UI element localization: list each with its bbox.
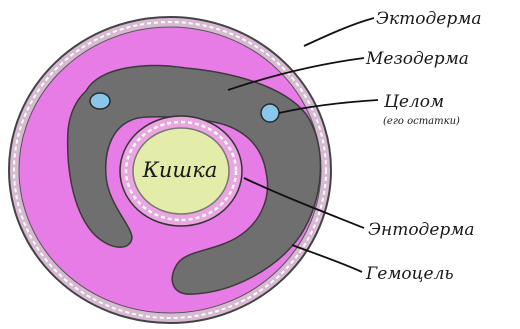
label-gut: Кишка [142,158,218,182]
ectoderm-leader [304,18,374,46]
label-endoderm: Энтодерма [368,220,475,240]
label-mesoderm: Мезодерма [365,49,469,69]
coelom-left [90,93,110,109]
coelom-right [261,104,279,122]
label-coelom-note: (его остатки) [383,116,460,127]
label-coelom: Целом [383,92,444,112]
label-hemocoel: Гемоцель [365,264,454,284]
label-ectoderm: Эктодерма [376,9,481,29]
